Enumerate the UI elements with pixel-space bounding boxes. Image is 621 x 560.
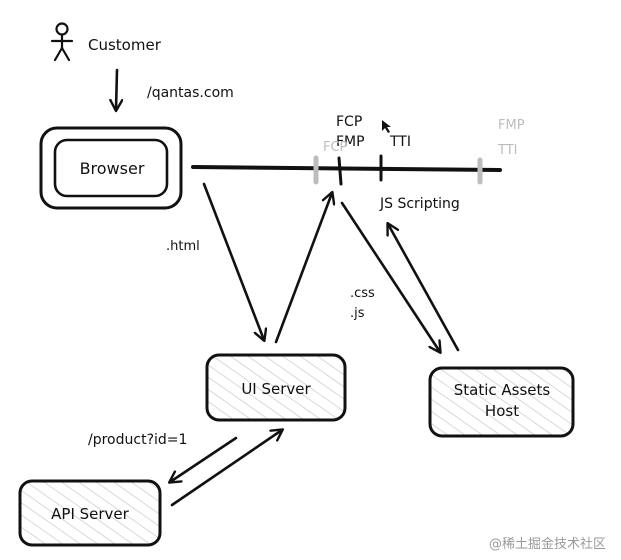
browser-label: Browser <box>80 159 145 178</box>
tick-fcp-fmp <box>337 156 343 186</box>
cursor-icon <box>382 120 391 133</box>
static-assets-host-label-line2: Host <box>485 402 519 420</box>
ui-server-node: UI Server <box>205 353 347 422</box>
css-label: .css <box>350 286 375 301</box>
api-server-node: API Server <box>18 479 162 547</box>
url-label: /qantas.com <box>147 85 234 101</box>
fcp-label: FCP <box>336 114 362 130</box>
faded-fcp-label: FCP <box>323 140 348 155</box>
static-assets-host-node: Static Assets Host <box>428 366 575 438</box>
api-server-label: API Server <box>51 505 130 523</box>
ui-server-to-fcp-arrow <box>274 193 332 344</box>
faded-fmp-label: FMP <box>498 118 525 133</box>
ui-server-to-api-server-arrow <box>170 436 238 482</box>
browser-node: Browser <box>39 126 183 210</box>
customer-label: Customer <box>88 36 162 54</box>
customer-icon <box>50 22 74 62</box>
faded-tti-label: TTI <box>497 143 518 158</box>
js-label: .js <box>350 306 365 321</box>
timeline <box>191 154 502 186</box>
static-assets-to-js-arrow <box>388 224 460 352</box>
static-assets-host-label-line1: Static Assets <box>454 381 551 399</box>
api-server-to-ui-server-arrow <box>170 430 282 507</box>
js-scripting-label: JS Scripting <box>379 196 460 212</box>
ui-server-label: UI Server <box>241 380 311 398</box>
product-request-label: /product?id=1 <box>88 432 187 448</box>
html-label: .html <box>166 239 200 254</box>
fmp-label: FMP <box>336 134 365 150</box>
tti-label: TTI <box>389 134 411 150</box>
customer-to-browser-arrow <box>116 68 117 110</box>
browser-to-ui-server-arrow <box>202 182 264 340</box>
watermark: @稀土掘金技术社区 <box>489 536 606 552</box>
timeline-to-static-assets-arrow <box>340 201 440 352</box>
